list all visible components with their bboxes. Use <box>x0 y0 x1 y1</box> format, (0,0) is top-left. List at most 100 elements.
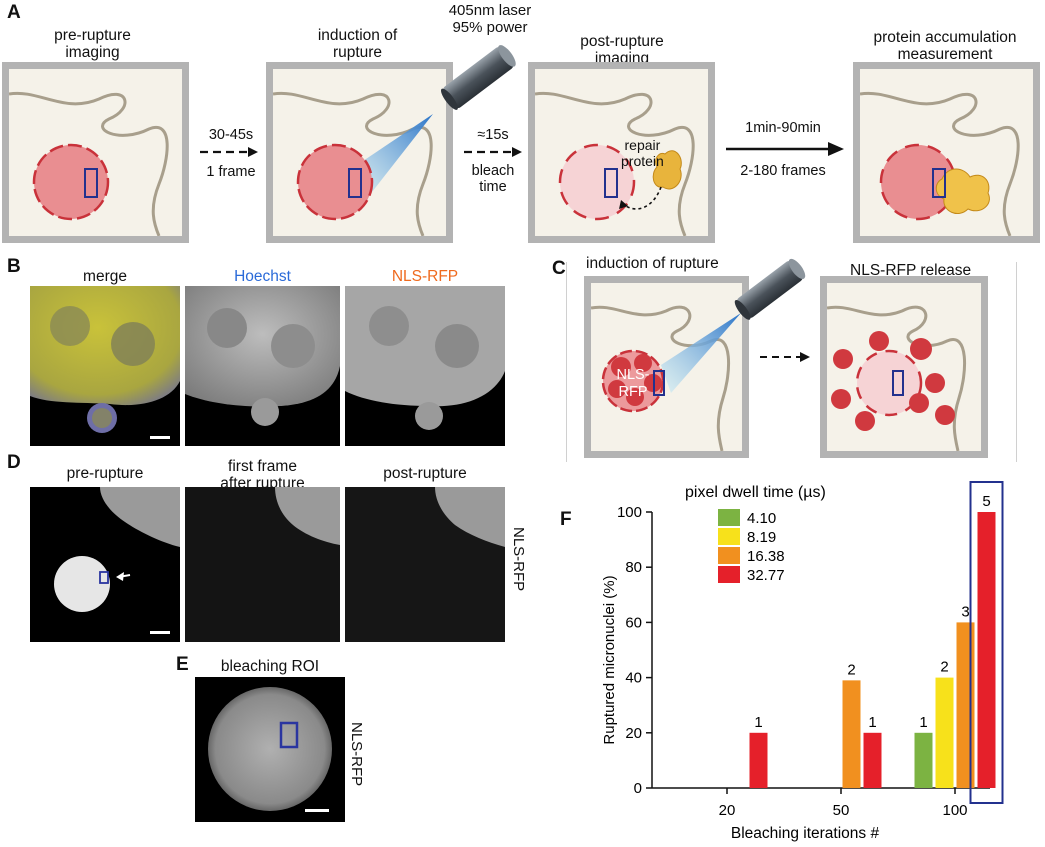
bar-32.77-50 <box>863 732 882 788</box>
bleach-roi-box <box>348 168 362 198</box>
x-tick-label: 100 <box>942 802 967 819</box>
bar-data-label: 2 <box>847 661 855 678</box>
legend-swatch-4.10 <box>718 509 740 526</box>
legend-swatch-8.19 <box>718 528 740 545</box>
legend-label-32.77: 32.77 <box>747 567 785 584</box>
arrow2-label-top: ≈15s <box>477 127 509 143</box>
highlight-box <box>969 481 1004 804</box>
ruptured-nucleus <box>558 143 636 221</box>
x-tick-label: 50 <box>833 802 850 819</box>
micrograph-d-pre-rupture <box>30 487 180 642</box>
y-tick-label: 60 <box>625 614 642 631</box>
bleach-roi-box <box>84 168 98 198</box>
legend-title: pixel dwell time (µs) <box>685 484 826 501</box>
panel-c-left-title: induction of rupture <box>586 255 719 272</box>
y-axis-label: Ruptured micronuclei (%) <box>601 575 618 744</box>
bar-data-label: 3 <box>961 603 969 620</box>
y-tick-label: 100 <box>617 504 642 521</box>
step4-title: protein accumulation measurement <box>873 29 1017 63</box>
cell-membrane-outline <box>9 91 169 236</box>
cell-c-induction: NLS- RFP <box>584 276 749 458</box>
legend-label-4.10: 4.10 <box>747 510 776 527</box>
y-tick-label: 80 <box>625 559 642 576</box>
x-tick-label: 20 <box>719 802 736 819</box>
panel-c-divider-right <box>1016 262 1017 462</box>
bar-data-label: 1 <box>754 714 762 731</box>
panel-c-divider-left <box>566 262 567 462</box>
y-tick-label: 0 <box>634 780 642 797</box>
bleach-roi-box <box>932 168 946 198</box>
cell-membrane-outline <box>273 91 433 236</box>
bar-16.38-100 <box>956 622 975 788</box>
panel-label-c: C <box>552 258 566 279</box>
bleach-roi-box <box>99 571 109 584</box>
arrow3-label-top: 1min-90min <box>745 120 821 136</box>
cell-post-rupture: repair protein <box>528 62 715 243</box>
legend-label-8.19: 8.19 <box>747 529 776 546</box>
laser-beam <box>661 313 741 393</box>
channel-title-nls-rfp: NLS-RFP <box>391 268 459 285</box>
primary-nucleus <box>296 143 374 221</box>
channel-title-hoechst: Hoechst <box>234 268 291 285</box>
micrograph-e-bleaching-roi <box>195 677 345 822</box>
arrow1-label-top: 30-45s <box>208 127 254 143</box>
d-side-label: NLS-RFP <box>510 527 527 592</box>
bar-32.77-100 <box>977 512 996 788</box>
cell-membrane-outline <box>535 91 695 236</box>
dashed-arrow-1 <box>200 147 258 157</box>
bar-32.77-20 <box>749 732 768 788</box>
panel-label-e: E <box>176 654 189 675</box>
cell-accumulation <box>853 62 1040 243</box>
dashed-arrow-c <box>760 352 810 362</box>
nls-rfp-nucleus-label: NLS- RFP <box>616 367 650 400</box>
bar-data-label: 1 <box>868 714 876 731</box>
repair-protein-blob <box>652 150 682 190</box>
panel-label-b: B <box>7 256 21 277</box>
channel-title-merge: merge <box>83 268 127 285</box>
dashed-arrow-2 <box>464 147 522 157</box>
roi-pointer-arrow <box>116 572 124 581</box>
solid-arrow-3 <box>726 142 844 156</box>
panel-label-d: D <box>7 452 21 473</box>
bar-16.38-50 <box>842 680 861 788</box>
legend-swatch-16.38 <box>718 547 740 564</box>
micrograph-d-first-frame <box>185 487 340 642</box>
primary-nucleus <box>32 143 110 221</box>
bar-4.10-100 <box>914 732 933 788</box>
x-axis-label: Bleaching iterations # <box>731 825 880 842</box>
laser-device-icon-c <box>734 258 806 320</box>
panel-label-a: A <box>7 2 21 23</box>
panel-label-f: F <box>560 509 572 530</box>
y-tick-label: 20 <box>625 725 642 742</box>
micrograph-merge <box>30 286 180 446</box>
micrograph-nls-rfp <box>345 286 505 446</box>
cell-c-release <box>820 276 988 458</box>
repair-protein-label: repair protein <box>621 137 664 169</box>
e-title: bleaching ROI <box>220 658 320 675</box>
panel-c-right-title: NLS-RFP release <box>850 262 972 279</box>
bar-data-label: 1 <box>919 714 927 731</box>
y-tick-label: 40 <box>625 670 642 687</box>
bar-data-label: 2 <box>940 659 948 676</box>
micrograph-d-post-rupture <box>345 487 505 642</box>
bar-chart-f: pixel dwell time (µs) Ruptured micronucl… <box>601 481 1004 842</box>
laser-device-icon <box>440 45 516 110</box>
d-title-pre-rupture: pre-rupture <box>66 465 144 482</box>
bleach-roi-box <box>604 168 618 198</box>
ruptured-nucleus <box>855 349 923 417</box>
cell-pre-rupture <box>2 62 189 243</box>
legend-label-16.38: 16.38 <box>747 548 785 565</box>
step2-title: induction of rupture <box>317 27 398 61</box>
cell-induction <box>266 62 453 243</box>
legend-swatch-32.77 <box>718 566 740 583</box>
cell-membrane-outline <box>860 91 1020 236</box>
laser-label: 405nm laser 95% power <box>448 2 532 36</box>
arrow2-label-bottom: bleach time <box>471 163 515 195</box>
micrograph-hoechst <box>185 286 340 446</box>
bleach-roi-box <box>279 721 299 749</box>
step1-title: pre-rupture imaging <box>54 27 131 61</box>
d-title-post-rupture: post-rupture <box>383 465 467 482</box>
arrow3-label-bottom: 2-180 frames <box>740 163 826 179</box>
bar-data-label: 5 <box>982 493 990 510</box>
e-side-label: NLS-RFP <box>348 722 365 787</box>
